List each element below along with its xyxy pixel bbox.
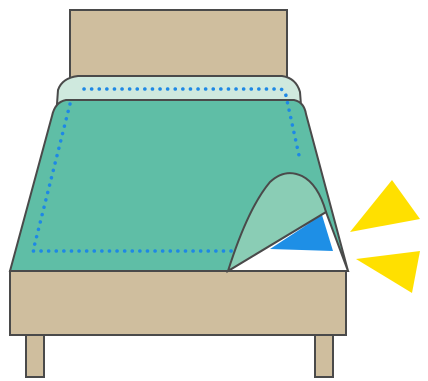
bed-base xyxy=(10,271,346,335)
bed-legs xyxy=(26,330,333,377)
left-leg xyxy=(26,330,44,377)
accent-burst-top xyxy=(350,180,420,232)
right-leg xyxy=(315,330,333,377)
accent-burst-bottom xyxy=(356,251,420,293)
accent-bursts xyxy=(350,180,420,293)
